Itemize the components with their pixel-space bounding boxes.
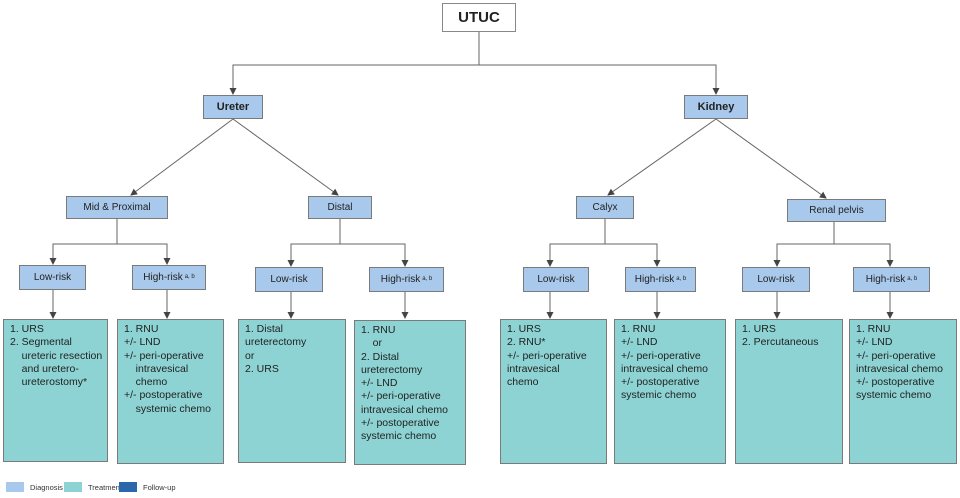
connector-ureter-midprox [130,118,234,196]
calyx-high-risk-label: High-risk [634,274,675,285]
calyx-high-risk-superscript: a, b [676,275,687,282]
pelvis-high-risk-label: High-risk [865,274,906,285]
legend-follow-up: Follow-up [119,482,176,492]
legend-diagnosis-label: Diagnosis [30,482,63,492]
pelvis-high-risk-treatment: 1. RNU +/- LND +/- peri-operative intrav… [849,319,957,464]
renal-pelvis-node: Renal pelvis [787,199,886,222]
mid-proximal-node: Mid & Proximal [66,196,168,219]
distal-high-risk-treatment: 1. RNU or 2. Distal ureterectomy +/- LND… [354,320,466,465]
legend-treatment-label: Treatment [88,482,122,492]
distal-high-risk-label: High-risk [380,274,421,285]
connector-ureter-distal [232,118,339,196]
pelvis-high-risk-superscript: a, b [907,275,918,282]
legend-diagnosis: Diagnosis [6,482,63,492]
midprox-high-risk-superscript: a, b [184,273,195,280]
connector-kidney-calyx [607,118,717,196]
connector-root-kidney [479,64,720,95]
pelvis-low-risk-treatment: 1. URS 2. Percutaneous [735,319,843,464]
legend-treatment-swatch [64,482,82,492]
connector-kidney-pelvis [715,118,827,199]
kidney-node: Kidney [684,95,748,119]
connector-root-ureter [229,32,480,95]
midprox-low-risk-treatment: 1. URS 2. Segmental ureteric resection a… [3,319,108,462]
calyx-low-risk-node: Low-risk [523,267,589,292]
distal-node: Distal [308,196,372,219]
legend-follow-up-swatch [119,482,137,492]
legend-treatment: Treatment [64,482,122,492]
calyx-node: Calyx [576,196,634,219]
midprox-low-risk-node: Low-risk [19,265,86,290]
midprox-high-risk-treatment: 1. RNU +/- LND +/- peri-operative intrav… [117,319,224,464]
distal-high-risk-superscript: a, b [422,275,433,282]
midprox-high-risk-label: High-risk [143,272,183,283]
pelvis-low-risk-node: Low-risk [742,267,810,292]
legend-diagnosis-swatch [6,482,24,492]
root-node: UTUC [442,3,516,32]
calyx-high-risk-treatment: 1. RNU +/- LND +/- peri-operative intrav… [614,319,726,464]
calyx-low-risk-treatment: 1. URS 2. RNU* +/- peri-operative intrav… [500,319,607,464]
distal-low-risk-node: Low-risk [255,267,323,292]
distal-low-risk-treatment: 1. Distal ureterectomy or 2. URS [238,319,346,463]
ureter-node: Ureter [203,95,263,119]
legend-follow-up-label: Follow-up [143,482,176,492]
